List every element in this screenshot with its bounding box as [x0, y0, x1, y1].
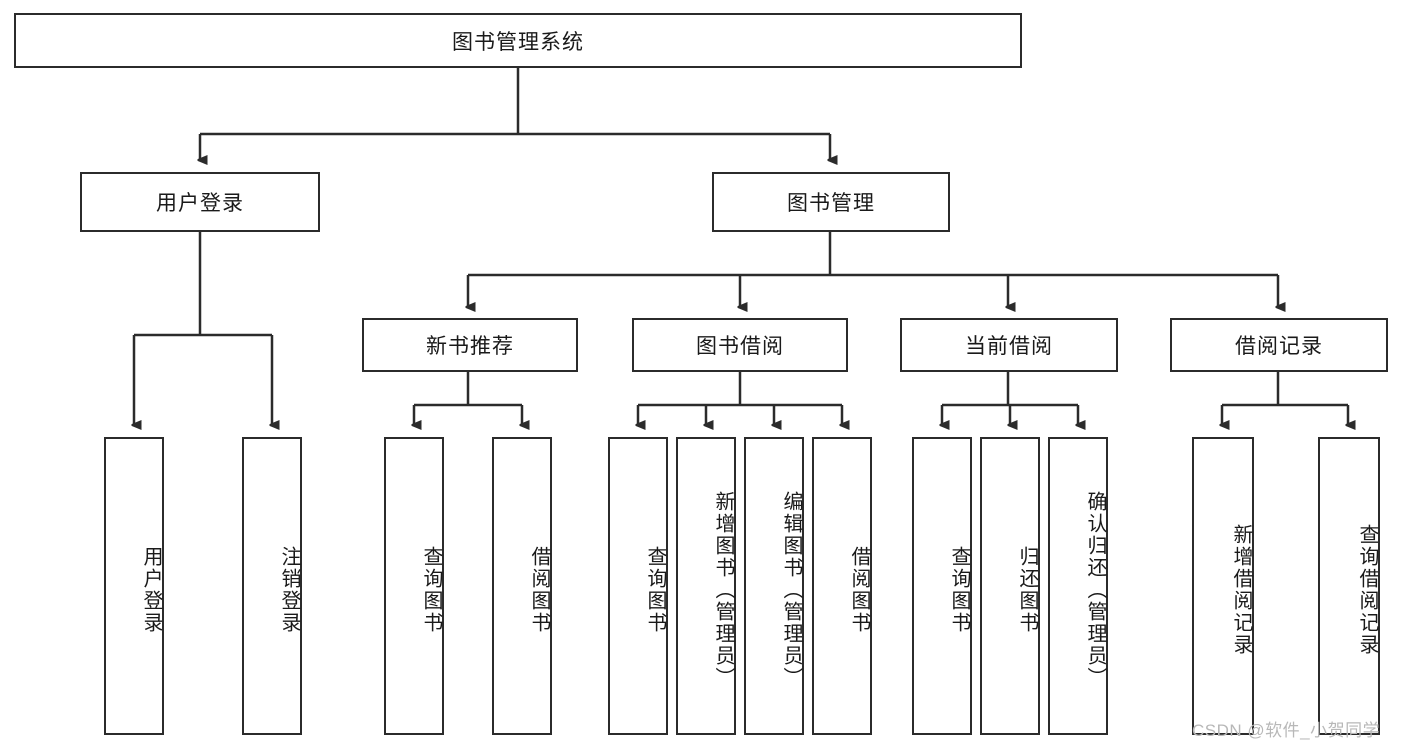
- node-root-system[interactable]: 图书管理系统: [14, 13, 1022, 68]
- node-new-book-recommend[interactable]: 新书推荐: [362, 318, 578, 372]
- node-leaf-query-book-2[interactable]: 查询图书: [608, 437, 668, 735]
- node-leaf-query-book-1-label: 查询图书: [420, 546, 442, 634]
- node-new-book-recommend-label: 新书推荐: [426, 335, 514, 358]
- node-book-management[interactable]: 图书管理: [712, 172, 950, 232]
- node-leaf-add-book[interactable]: 新增图书（管理员）: [676, 437, 736, 735]
- node-borrow-record[interactable]: 借阅记录: [1170, 318, 1388, 372]
- node-leaf-user-login[interactable]: 用户登录: [104, 437, 164, 735]
- node-leaf-borrow-book-2-label: 借阅图书: [848, 546, 870, 634]
- node-leaf-return-book[interactable]: 归还图书: [980, 437, 1040, 735]
- node-user-login[interactable]: 用户登录: [80, 172, 320, 232]
- node-leaf-query-book-1[interactable]: 查询图书: [384, 437, 444, 735]
- node-book-borrow[interactable]: 图书借阅: [632, 318, 848, 372]
- node-leaf-query-book-2-label: 查询图书: [644, 546, 666, 634]
- node-leaf-logout-login-label: 注销登录: [278, 546, 300, 634]
- node-leaf-borrow-book-1[interactable]: 借阅图书: [492, 437, 552, 735]
- node-user-login-label: 用户登录: [156, 192, 244, 215]
- node-root-system-label: 图书管理系统: [452, 30, 584, 54]
- node-leaf-query-record-label: 查询借阅记录: [1356, 524, 1378, 656]
- node-leaf-add-record-label: 新增借阅记录: [1230, 524, 1252, 656]
- node-leaf-edit-book[interactable]: 编辑图书（管理员）: [744, 437, 804, 735]
- node-leaf-confirm-return[interactable]: 确认归还（管理员）: [1048, 437, 1108, 735]
- node-leaf-add-record[interactable]: 新增借阅记录: [1192, 437, 1254, 735]
- node-leaf-query-book-3[interactable]: 查询图书: [912, 437, 972, 735]
- node-leaf-return-book-label: 归还图书: [1016, 546, 1038, 634]
- node-borrow-record-label: 借阅记录: [1235, 335, 1323, 358]
- node-leaf-confirm-return-label: 确认归还（管理员）: [1084, 491, 1106, 689]
- node-leaf-borrow-book-2[interactable]: 借阅图书: [812, 437, 872, 735]
- watermark-text: CSDN @软件_小贺同学: [1192, 721, 1381, 740]
- node-leaf-query-book-3-label: 查询图书: [948, 546, 970, 634]
- node-leaf-add-book-label: 新增图书（管理员）: [712, 491, 734, 689]
- node-book-borrow-label: 图书借阅: [696, 335, 784, 358]
- node-leaf-borrow-book-1-label: 借阅图书: [528, 546, 550, 634]
- node-leaf-user-login-label: 用户登录: [140, 546, 162, 634]
- node-leaf-logout-login[interactable]: 注销登录: [242, 437, 302, 735]
- node-leaf-query-record[interactable]: 查询借阅记录: [1318, 437, 1380, 735]
- node-current-borrow-label: 当前借阅: [965, 335, 1053, 358]
- node-book-management-label: 图书管理: [787, 192, 875, 215]
- node-current-borrow[interactable]: 当前借阅: [900, 318, 1118, 372]
- node-leaf-edit-book-label: 编辑图书（管理员）: [780, 491, 802, 689]
